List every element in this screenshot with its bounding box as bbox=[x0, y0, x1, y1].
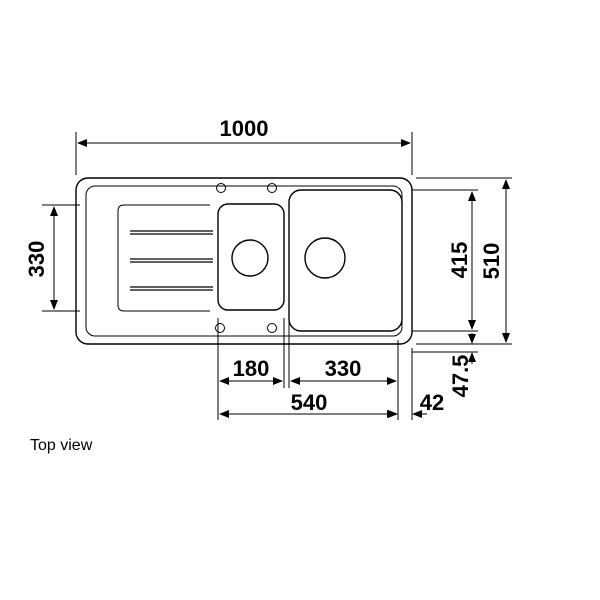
tap-hole bbox=[267, 183, 277, 193]
sink-outer-edge bbox=[75, 177, 413, 345]
sink-inner-edge bbox=[85, 185, 403, 337]
extension-lines bbox=[42, 132, 512, 420]
sink-body bbox=[75, 177, 413, 345]
dim-drainer-depth: 330 bbox=[24, 241, 49, 278]
dim-bowls-total-width: 540 bbox=[291, 390, 328, 415]
tap-hole bbox=[216, 183, 226, 193]
dimension-lines bbox=[50, 139, 510, 418]
dimension-labels: 1000 330 415 510 180 330 540 42 47.5 bbox=[24, 116, 504, 415]
large-bowl-drain bbox=[304, 237, 346, 279]
view-caption: Top view bbox=[30, 437, 93, 454]
dim-overall-width: 1000 bbox=[220, 116, 269, 141]
dim-small-bowl-width: 180 bbox=[233, 356, 270, 381]
dim-bowl-depth: 415 bbox=[447, 242, 472, 279]
small-bowl-drain bbox=[231, 239, 269, 277]
tap-hole bbox=[267, 323, 277, 333]
dim-front-edge-offset: 47.5 bbox=[448, 355, 473, 398]
large-bowl bbox=[288, 189, 403, 332]
dim-right-edge-offset: 42 bbox=[420, 390, 444, 415]
tap-hole bbox=[215, 323, 225, 333]
small-bowl bbox=[217, 203, 285, 311]
drainer-area bbox=[117, 204, 210, 312]
dim-large-bowl-width: 330 bbox=[325, 356, 362, 381]
dim-overall-depth: 510 bbox=[479, 243, 504, 280]
